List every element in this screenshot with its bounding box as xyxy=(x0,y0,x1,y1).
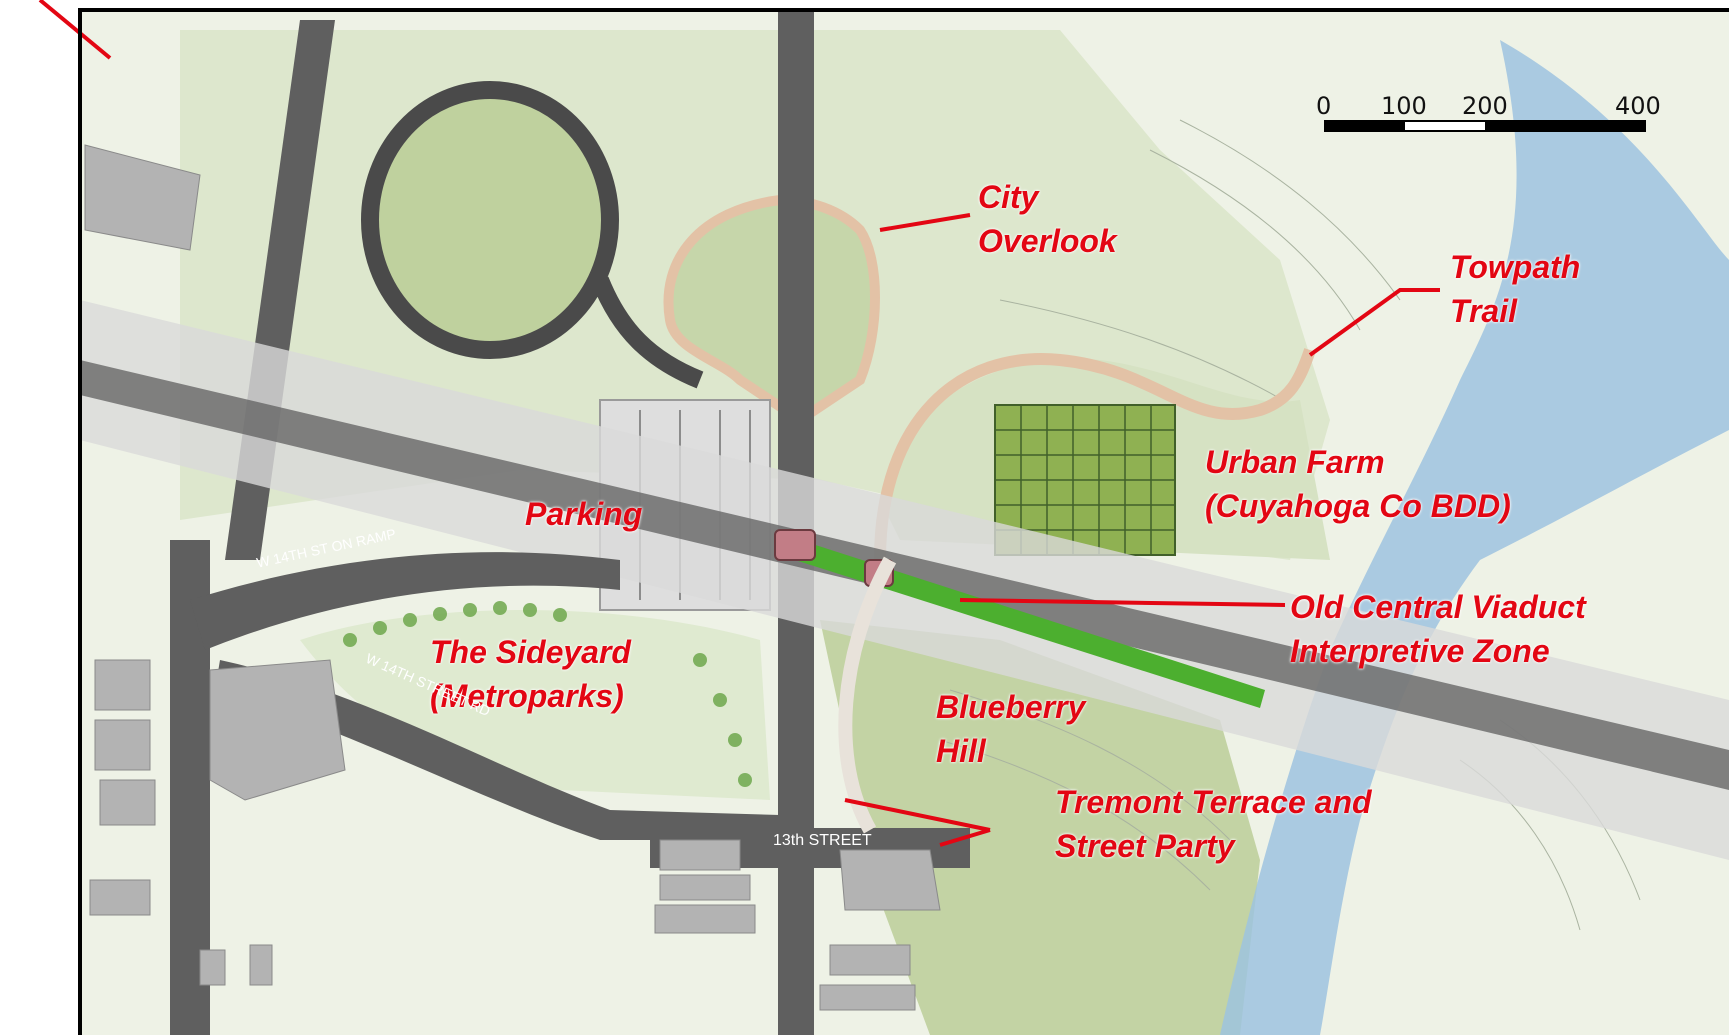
leader-lines xyxy=(38,0,1440,847)
w14-on-ramp-road xyxy=(190,552,620,650)
city-overlook-area xyxy=(663,194,880,427)
label-blueberry-hill-line2: Hill xyxy=(936,733,986,769)
label-old-central-viaduct-line2: Interpretive Zone xyxy=(1290,633,1550,669)
map-frame xyxy=(78,8,1729,1035)
leader-towpath-trail xyxy=(1308,288,1440,357)
label-towpath-trail-line2: Trail xyxy=(1450,293,1517,329)
label-blueberry-hill-line1: Blueberry xyxy=(936,689,1086,725)
towpath-trail-curve xyxy=(874,348,1316,561)
label-towpath-trail-line1: Towpath xyxy=(1450,249,1581,285)
urban-farm-grid xyxy=(994,404,1176,556)
label-blueberry-hill: Blueberry Hill xyxy=(936,685,1085,773)
label-old-central-viaduct: Old Central Viaduct Interpretive Zone xyxy=(1290,585,1586,673)
scale-bar xyxy=(1324,120,1646,132)
viaduct-pavilion-1 xyxy=(774,529,816,561)
w14-street-road xyxy=(215,660,780,840)
label-city-overlook: City Overlook xyxy=(978,175,1117,263)
sideyard-trees xyxy=(343,601,752,787)
street-label-13th: 13th STREET xyxy=(773,832,872,849)
label-old-central-viaduct-line1: Old Central Viaduct xyxy=(1290,589,1586,625)
label-parking: Parking xyxy=(525,496,643,532)
label-city-overlook-line1: City xyxy=(978,179,1039,215)
label-sideyard-line1: The Sideyard xyxy=(430,634,631,670)
label-urban-farm: Urban Farm (Cuyahoga Co BDD) xyxy=(1205,440,1511,528)
label-city-overlook-line2: Overlook xyxy=(978,223,1117,259)
scale-tick-400: 400 xyxy=(1615,92,1661,120)
leader-street-party xyxy=(939,828,991,847)
leader-city-overlook xyxy=(879,213,971,232)
scale-tick-200: 200 xyxy=(1462,92,1508,120)
label-sideyard-line2: (Metroparks) xyxy=(430,678,624,714)
label-tremont-terrace-line2: Street Party xyxy=(1055,828,1235,864)
label-sideyard: The Sideyard (Metroparks) xyxy=(430,630,631,718)
ramp-loop xyxy=(361,81,619,359)
ramp-loop-exit xyxy=(591,276,704,389)
scale-tick-0: 0 xyxy=(1316,92,1332,120)
leader-old-central-viaduct xyxy=(959,598,1286,607)
label-tremont-terrace-line1: Tremont Terrace and xyxy=(1055,784,1372,820)
label-tremont-terrace: Tremont Terrace and Street Party xyxy=(1055,780,1372,868)
sideyard-park xyxy=(300,610,770,800)
blueberry-hill-terrain xyxy=(820,620,1260,1035)
label-urban-farm-line2: (Cuyahoga Co BDD) xyxy=(1205,488,1511,524)
leader-tremont-terrace xyxy=(844,798,991,832)
corner-mark xyxy=(38,0,112,60)
scale-tick-100: 100 xyxy=(1381,92,1427,120)
old-central-viaduct-strip xyxy=(795,540,1265,708)
label-urban-farm-line1: Urban Farm xyxy=(1205,444,1385,480)
label-towpath-trail: Towpath Trail xyxy=(1450,245,1580,333)
cuyahoga-river xyxy=(1220,40,1729,1035)
buildings xyxy=(84,144,941,1011)
